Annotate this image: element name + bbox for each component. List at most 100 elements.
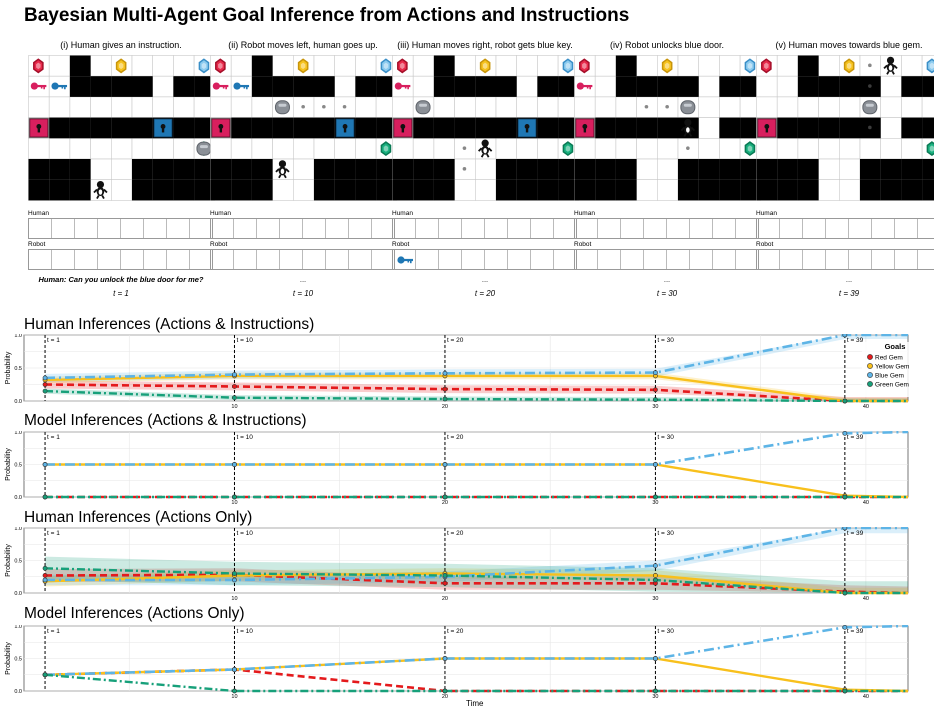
data-point <box>232 395 237 401</box>
legend-swatch <box>867 372 873 378</box>
data-point <box>232 372 237 377</box>
series-line-yellow-gem <box>44 572 908 595</box>
wall <box>537 179 559 201</box>
series-line-red-gem <box>44 383 908 403</box>
timestep-label: t = 10 <box>236 628 253 635</box>
trail-dot <box>868 84 872 88</box>
chart-title: Human Inferences (Actions Only) <box>24 509 253 526</box>
panel-timestep: t = 20 <box>474 289 496 298</box>
human-inventory-label: Human <box>756 210 777 217</box>
x-tick-label: 20 <box>442 694 448 700</box>
wall <box>574 179 596 201</box>
robot-inventory-label: Robot <box>392 241 410 248</box>
y-tick-label: 0.5 <box>14 657 22 663</box>
series-line-blue-gem <box>44 625 909 677</box>
wall <box>173 117 195 139</box>
wall <box>657 117 678 139</box>
red-key-icon <box>576 82 593 90</box>
legend-swatch <box>867 363 873 369</box>
gridworld <box>392 55 580 201</box>
wall <box>433 76 455 97</box>
wall <box>740 179 761 201</box>
wall <box>454 76 476 97</box>
wall <box>49 159 70 180</box>
panel-caption: (iii) Human moves right, robot gets blue… <box>397 40 573 50</box>
y-tick-label: 1.0 <box>14 431 22 436</box>
robot-icon <box>415 100 431 115</box>
wall <box>454 117 476 139</box>
timestep-label: t = 39 <box>847 434 864 441</box>
panel-caption: (v) Human moves towards blue gem. <box>775 40 923 50</box>
timestep-label: t = 20 <box>447 530 464 537</box>
timestep-label: t = 1 <box>47 337 60 344</box>
series-line-blue-gem <box>44 334 908 380</box>
human-icon <box>478 139 493 158</box>
wall <box>376 117 397 139</box>
human-inventory-label: Human <box>392 210 413 217</box>
timestep-label: t = 30 <box>657 337 674 344</box>
wall <box>719 159 741 180</box>
red-door-icon <box>574 117 595 139</box>
wall <box>355 179 377 201</box>
wall <box>615 179 637 201</box>
data-point <box>442 688 448 694</box>
wall <box>69 117 91 139</box>
data-point <box>232 494 237 500</box>
x-tick-label: 20 <box>442 404 448 410</box>
x-tick-label: 20 <box>442 500 448 506</box>
panel-timestep: t = 39 <box>838 289 860 298</box>
yellow-gem-icon <box>661 58 673 74</box>
legend-swatch <box>867 354 873 360</box>
wall <box>210 159 232 180</box>
trail-dot <box>462 167 467 171</box>
wall <box>595 179 616 201</box>
y-tick-label: 0.5 <box>14 559 22 565</box>
wall <box>413 117 434 139</box>
data-point <box>42 462 48 467</box>
timestep-label: t = 20 <box>447 628 464 635</box>
robot-inventory-label: Robot <box>28 241 46 248</box>
human-inventory <box>392 218 577 239</box>
blue-door-icon <box>152 117 174 139</box>
timestep-label: t = 20 <box>447 337 464 344</box>
wall <box>719 76 741 97</box>
data-point <box>442 462 448 467</box>
wall <box>516 179 538 201</box>
red-key-icon <box>212 82 229 90</box>
wall <box>496 117 517 139</box>
chart-title: Human Inferences (Actions & Instructions… <box>24 316 315 333</box>
wall <box>152 179 174 201</box>
data-point <box>653 563 658 569</box>
wall <box>496 159 517 180</box>
data-point <box>653 462 658 467</box>
x-tick-label: 40 <box>863 596 869 602</box>
wall <box>496 179 517 201</box>
wall <box>314 117 335 139</box>
blue-key-icon <box>233 82 250 90</box>
y-tick-label: 0.0 <box>14 689 22 695</box>
y-tick-label: 0.5 <box>14 463 22 469</box>
x-tick-label: 20 <box>442 596 448 602</box>
robot-inventory <box>756 249 934 270</box>
data-point <box>653 387 658 393</box>
data-point <box>442 656 448 661</box>
data-point <box>42 565 48 571</box>
panel-timestep: t = 10 <box>292 289 314 298</box>
y-axis-label: Probability <box>5 351 12 384</box>
wall <box>376 76 397 97</box>
wall <box>558 179 579 201</box>
wall <box>231 179 252 201</box>
gridworld <box>574 55 762 201</box>
data-point <box>653 577 658 583</box>
blue-gem-icon <box>562 58 574 74</box>
wall <box>28 159 50 180</box>
series-line-red-gem <box>44 573 909 595</box>
robot-icon <box>274 100 290 115</box>
chart-title: Model Inferences (Actions Only) <box>24 605 245 622</box>
wall <box>537 76 559 97</box>
trail-dot <box>301 104 305 109</box>
robot-inventory <box>210 249 395 270</box>
trail-dot <box>686 146 690 150</box>
wall <box>860 159 881 180</box>
